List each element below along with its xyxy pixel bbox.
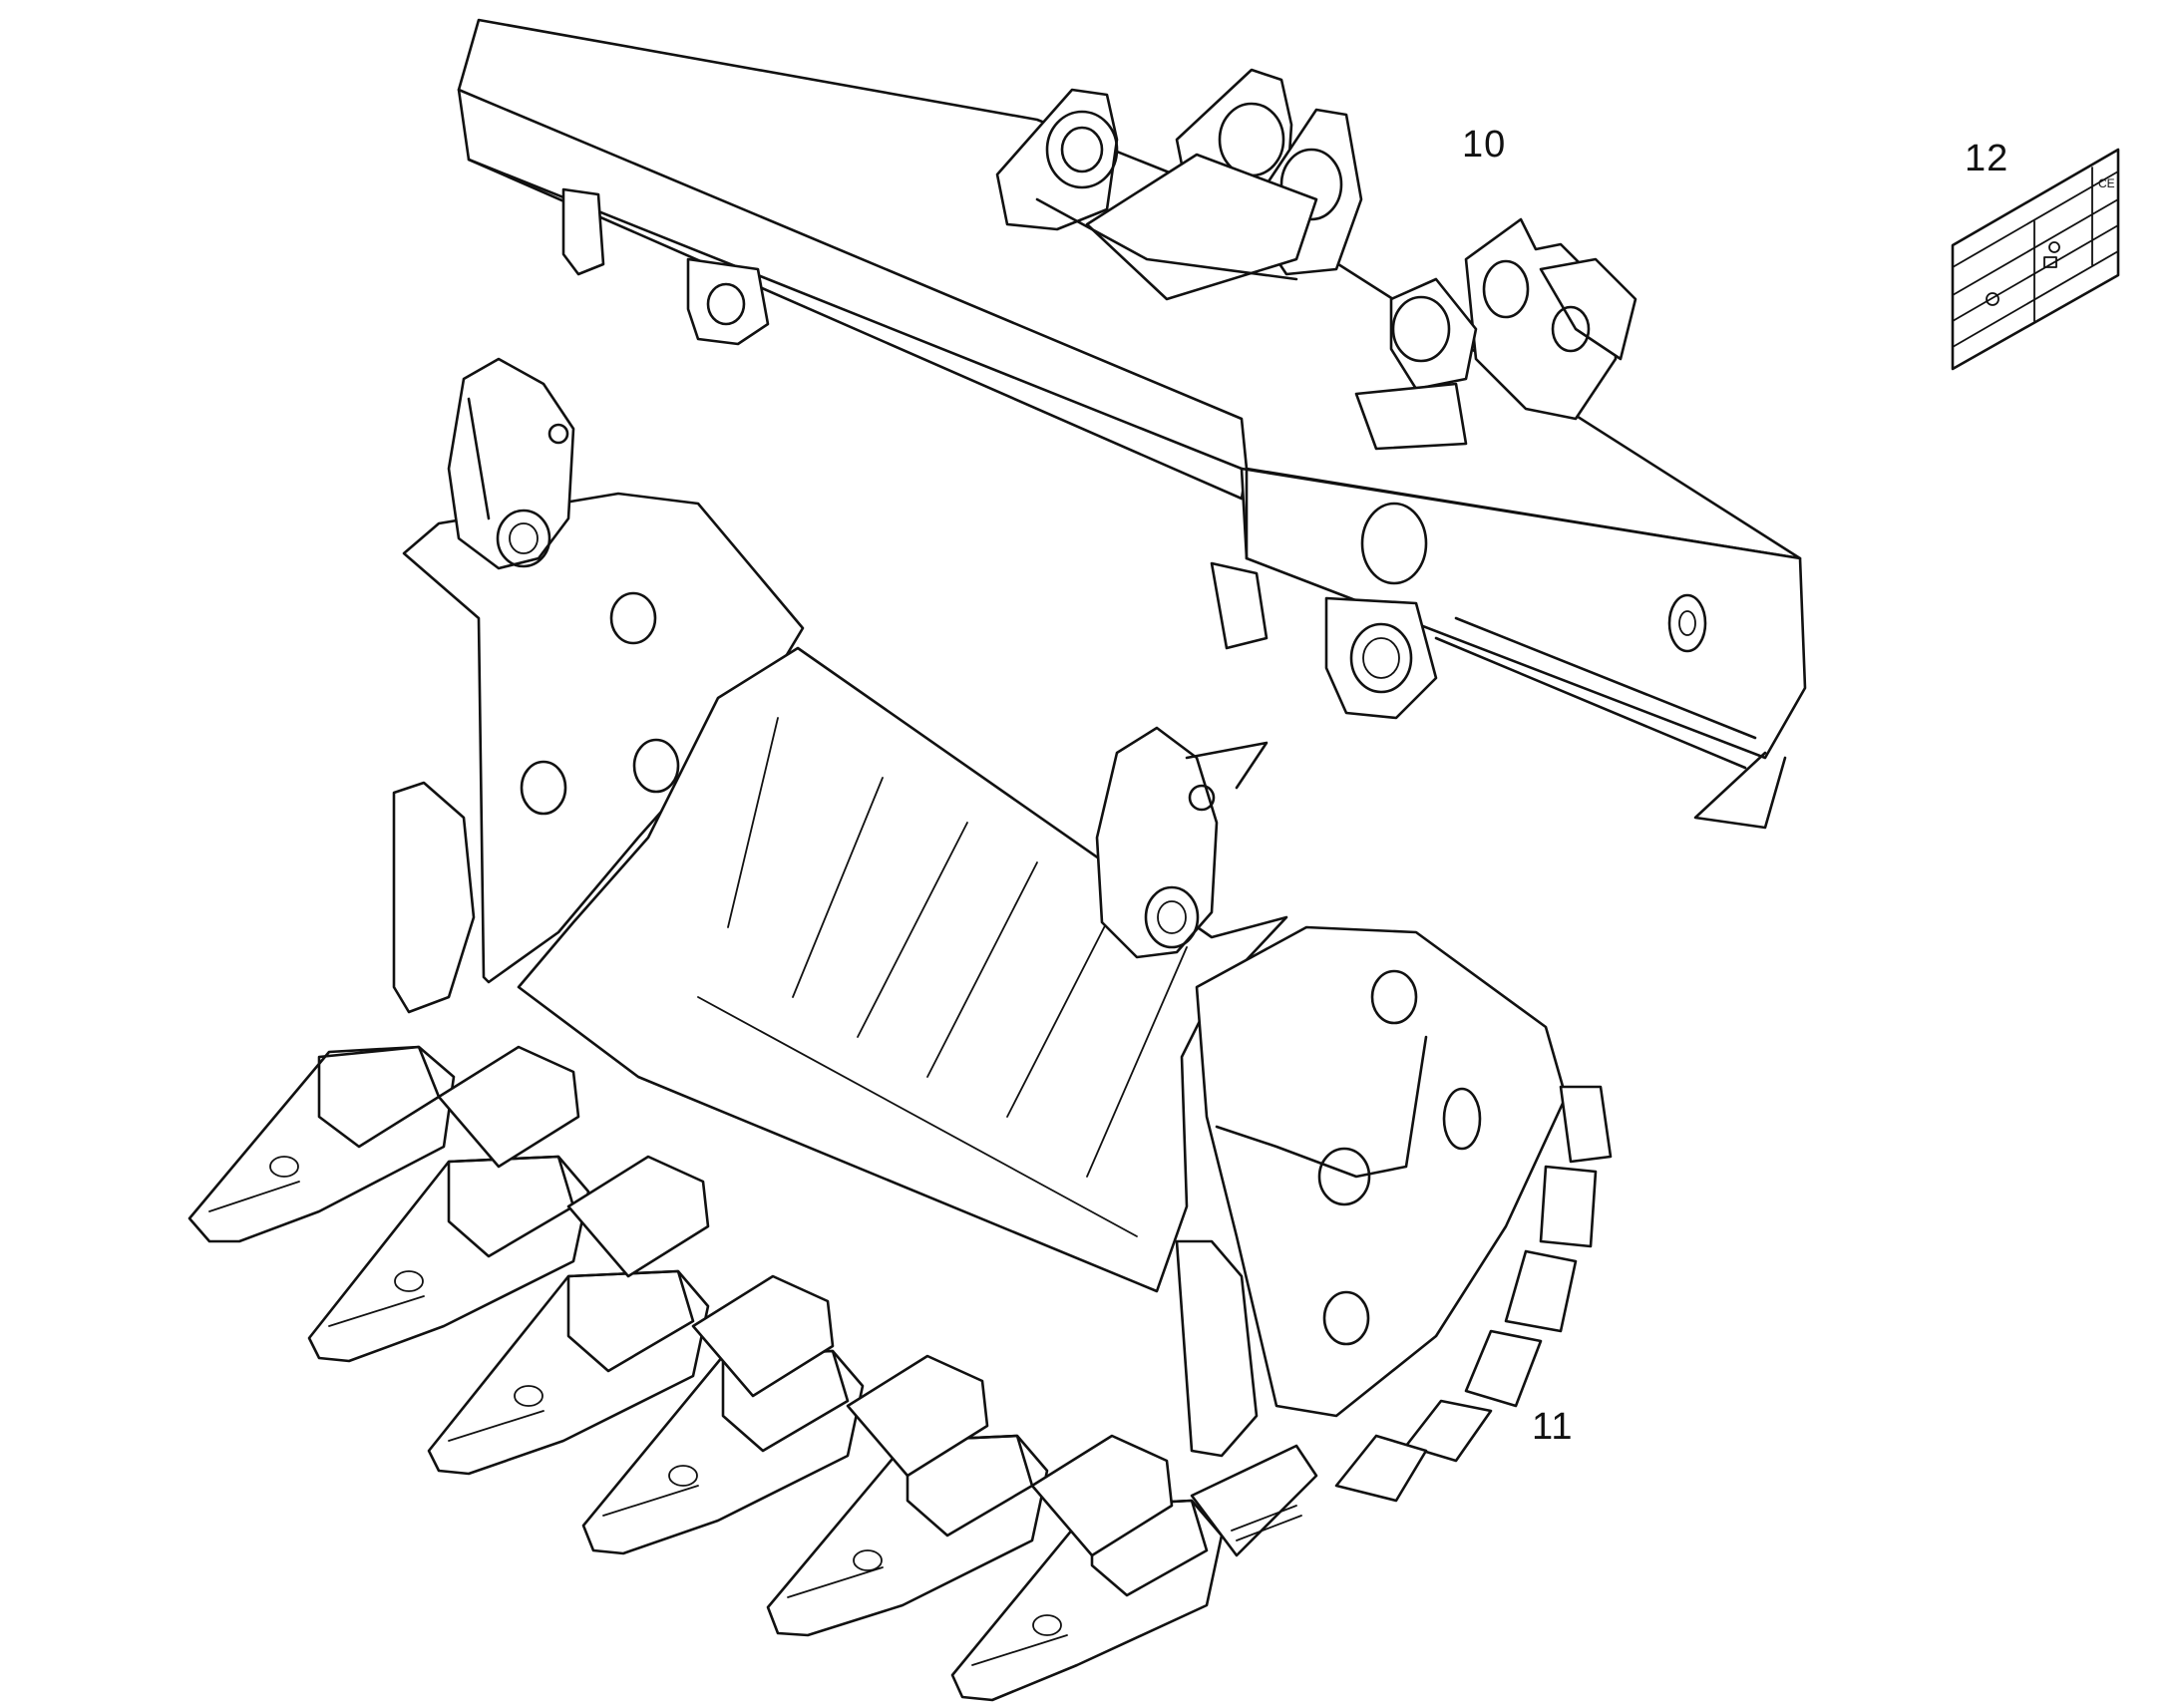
bucket-wear-blocks: [1334, 1085, 1613, 1503]
bucket-side-hole: [1370, 969, 1418, 1025]
bucket-corner-plate: [1190, 1444, 1318, 1557]
arm-lower-lug-2: [686, 257, 770, 346]
bucket-floor-wrapper: [517, 646, 1288, 1293]
arm-end-hole: [1360, 502, 1428, 585]
callout-bucket: 11: [1532, 1406, 1574, 1448]
arm-lower-lug-3: [1210, 561, 1269, 650]
arm-lower-lug-4: [1324, 596, 1438, 720]
bucket-tooth-1: [187, 1045, 456, 1243]
warning-pictogram-icon: [1986, 292, 1999, 306]
label-plate: [1951, 148, 2120, 371]
callout-arm: 10: [1462, 124, 1507, 166]
ce-mark-icon: CE: [2098, 176, 2115, 190]
arm-frame-part: [457, 18, 1807, 830]
arm-bracket-right: [1354, 217, 1637, 451]
arm-lower-lug-1: [561, 187, 605, 276]
bucket-rear-lug: [447, 357, 575, 570]
bucket-part: [187, 357, 1613, 1702]
bucket-front-lug: [1095, 726, 1269, 959]
arm-bracket-mid: [1035, 108, 1363, 301]
bucket-side-cutter-right: [1175, 1239, 1259, 1458]
callout-label: 12: [1965, 138, 2009, 179]
bucket-tooth-5: [766, 1434, 1049, 1637]
bucket-tooth-3: [427, 1269, 710, 1476]
bucket-side-cutter-left: [392, 781, 476, 1014]
bucket-tooth-2: [307, 1155, 590, 1363]
label-plate-part: CE: [1951, 148, 2120, 371]
bucket-adapters: [437, 1045, 1174, 1557]
